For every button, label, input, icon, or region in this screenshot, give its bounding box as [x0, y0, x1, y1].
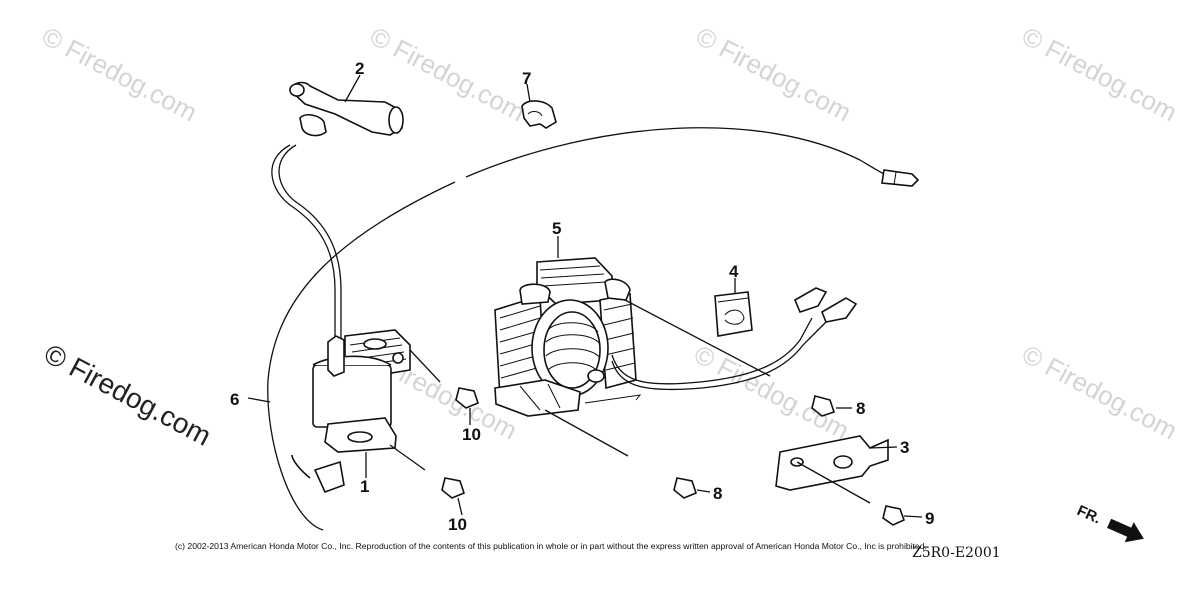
watermark-mid-right: © Firedog.com: [1017, 339, 1180, 446]
bolt-9: [869, 501, 906, 526]
bolt-8-center: [627, 454, 697, 499]
callout-7: 7: [522, 69, 531, 88]
callout-6: 6: [230, 390, 239, 409]
callout-10-lower: 10: [448, 515, 467, 534]
bolt-8-right: [769, 374, 836, 417]
copyright-notice: (c) 2002-2013 American Honda Motor Co., …: [175, 541, 927, 551]
callout-10-upper: 10: [462, 425, 481, 444]
front-arrow-icon: [1107, 518, 1144, 543]
watermark-top-center-right: © Firedog.com: [691, 21, 856, 128]
part-3-bracket: [775, 435, 889, 491]
direction-label: FR.: [1074, 502, 1103, 527]
callout-8-center: 8: [713, 484, 722, 503]
watermark-left-dark: © Firedog.com: [39, 338, 216, 452]
watermark-mid-center-right: © Firedog.com: [689, 339, 854, 446]
callout-8-right: 8: [856, 399, 865, 418]
watermark-top-right: © Firedog.com: [1017, 21, 1180, 128]
bolt-10-upper: [439, 380, 479, 409]
callout-5: 5: [552, 219, 561, 238]
part-5-stator: [494, 257, 642, 417]
part-1-ignition-coil: [312, 329, 411, 453]
callout-4: 4: [729, 262, 739, 281]
bolt-10-lower: [424, 468, 465, 499]
leader-lines: [247, 74, 923, 518]
front-direction-indicator: FR.: [1074, 502, 1144, 543]
watermark-top-left: © Firedog.com: [37, 21, 202, 128]
diagram-code: Z5R0-E2001: [912, 545, 1001, 561]
callout-3: 3: [900, 438, 909, 457]
callout-9: 9: [925, 509, 934, 528]
part-4-grommet: [714, 291, 753, 337]
callout-labels: 2 7 5 4 6 1 10 10 8 8 3 9: [230, 59, 934, 534]
callout-2: 2: [355, 59, 364, 78]
part-2-plug-cap: [271, 81, 404, 340]
part-7-clip: [521, 100, 557, 129]
part-6-cable: [267, 127, 920, 531]
callout-1: 1: [360, 477, 369, 496]
stator-wire-harness: [611, 287, 858, 391]
